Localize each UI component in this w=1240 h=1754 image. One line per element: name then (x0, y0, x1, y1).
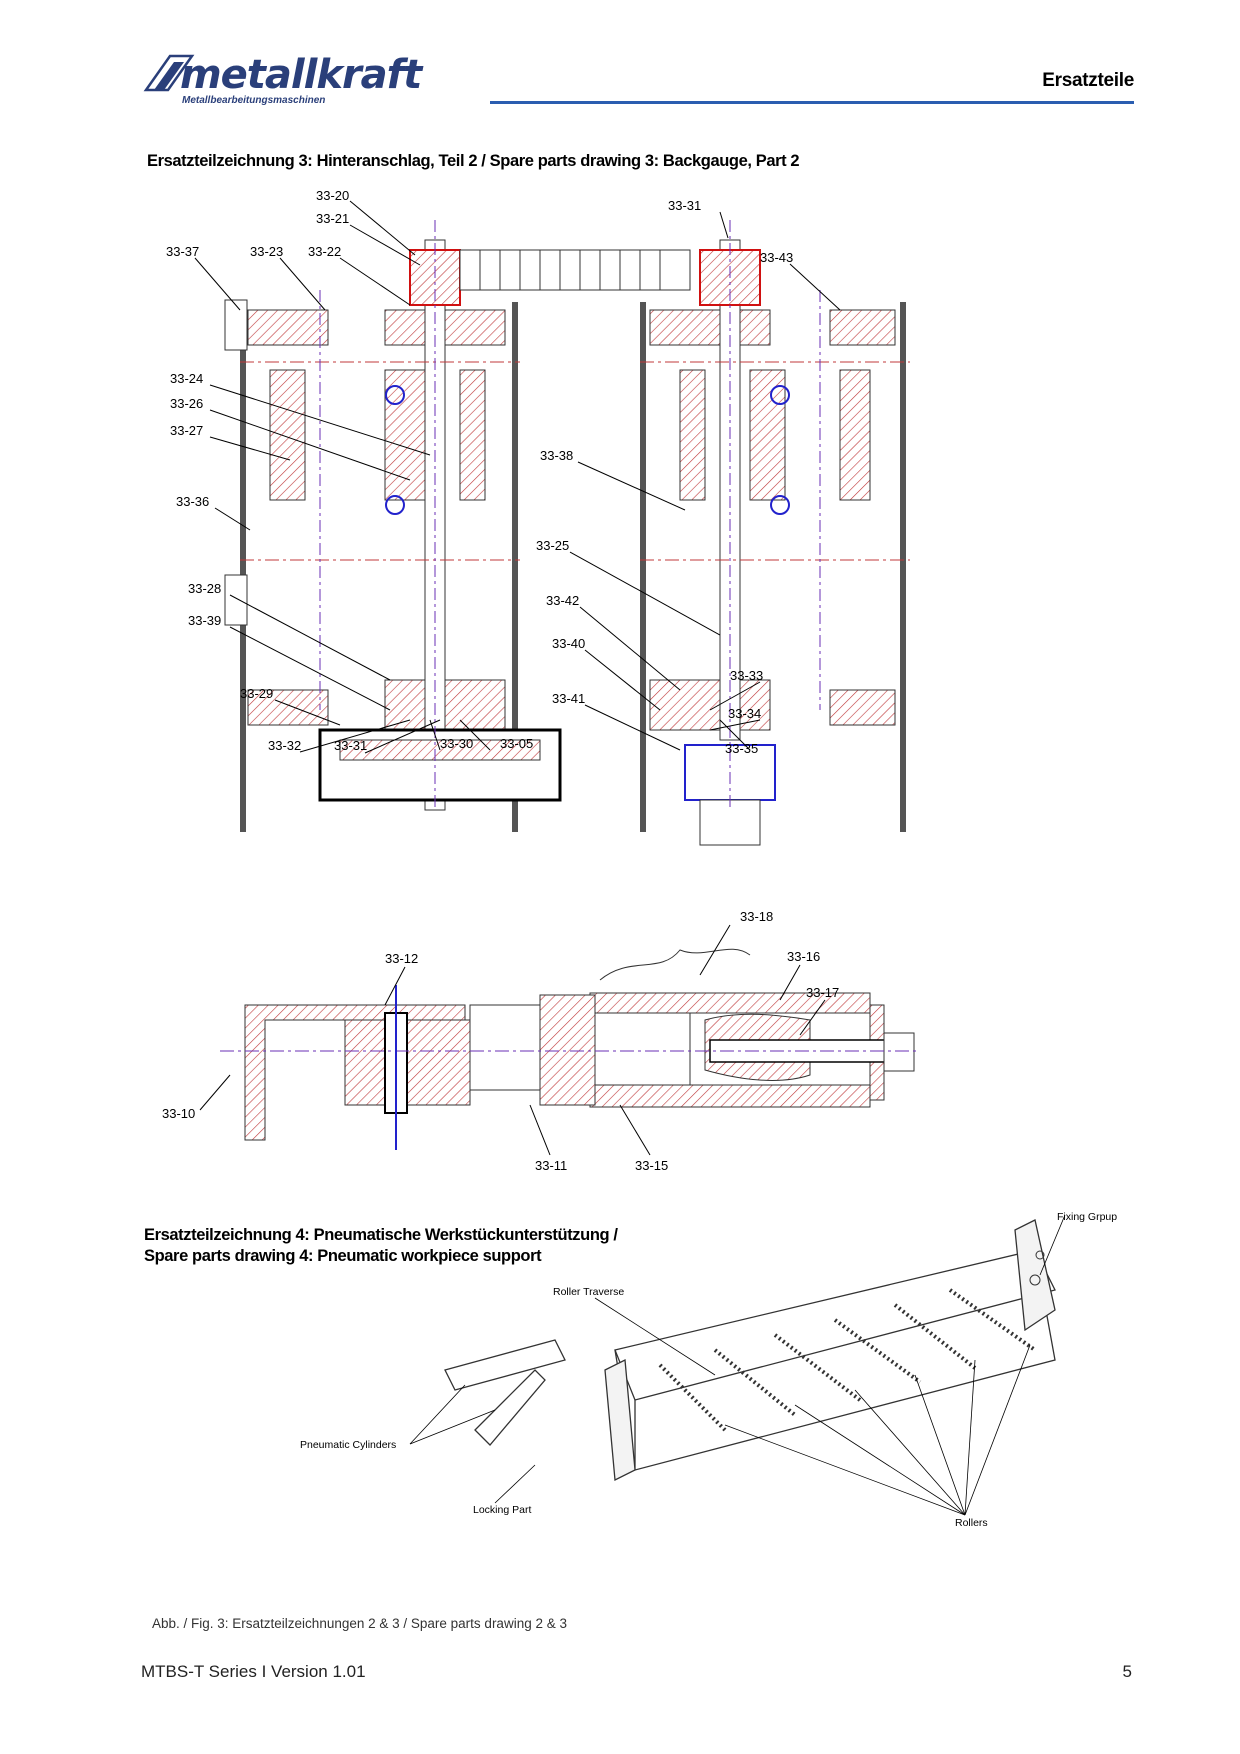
part-label: 33-26 (170, 396, 203, 411)
metallkraft-logo: metallkraft Metallbearbeitungsmaschinen (143, 52, 425, 106)
part-label: 33-10 (162, 1106, 195, 1121)
part-label: 33-05 (500, 736, 533, 751)
backgauge-section-drawing: 33-20 33-21 33-31 33-37 33-23 33-22 33-4… (166, 190, 910, 846)
part-label: 33-34 (728, 706, 761, 721)
part-label: 33-41 (552, 691, 585, 706)
locking-part-label: Locking Part (473, 1504, 531, 1516)
part-label: 33-23 (250, 244, 283, 259)
part-label: 33-22 (308, 244, 341, 259)
page-number: 5 (1122, 1662, 1132, 1681)
rollers-label: Rollers (955, 1517, 988, 1529)
part-label: 33-42 (546, 593, 579, 608)
drawing3-part-labels: 33-20 33-21 33-31 33-37 33-23 33-22 33-4… (166, 190, 793, 756)
part-label: 33-16 (787, 949, 820, 964)
roller-traverse-label: Roller Traverse (553, 1286, 624, 1298)
drawing3-heading: Ersatzteilzeichnung 3: Hinteranschlag, T… (147, 152, 800, 170)
drawing3b-part-labels: 33-18 33-12 33-16 33-17 33-10 33-11 33-1… (162, 909, 839, 1173)
part-label: 33-17 (806, 985, 839, 1000)
part-label: 33-35 (725, 741, 758, 756)
logo-wordmark: metallkraft (180, 52, 424, 98)
figure-caption: Abb. / Fig. 3: Ersatzteilzeichnungen 2 &… (152, 1616, 567, 1631)
part-label: 33-11 (535, 1158, 567, 1173)
part-label: 33-43 (760, 250, 793, 265)
part-label: 33-27 (170, 423, 203, 438)
part-label: 33-21 (316, 211, 349, 226)
pneumatic-support-drawing: Fixing Grpup Roller Traverse Pneumatic C… (300, 1211, 1117, 1529)
fixing-group-label: Fixing Grpup (1057, 1211, 1117, 1223)
part-label: 33-36 (176, 494, 209, 509)
part-label: 33-38 (540, 448, 573, 463)
drawing4-heading: Ersatzteilzeichnung 4: Pneumatische Werk… (144, 1225, 618, 1267)
part-label: 33-31 (334, 738, 367, 753)
part-label: 33-24 (170, 371, 203, 386)
part-label: 33-15 (635, 1158, 668, 1173)
part-label: 33-29 (240, 686, 273, 701)
part-label: 33-18 (740, 909, 773, 924)
section-title: Ersatzteile (1042, 70, 1134, 91)
footer-version: MTBS-T Series I Version 1.01 (141, 1662, 366, 1681)
logo-subtitle: Metallbearbeitungsmaschinen (182, 95, 325, 106)
part-label: 33-20 (316, 190, 349, 203)
header-divider (490, 101, 1134, 104)
pneumatic-cylinders-label: Pneumatic Cylinders (300, 1439, 396, 1451)
part-label: 33-32 (268, 738, 301, 753)
part-label: 33-33 (730, 668, 763, 683)
part-label: 33-30 (440, 736, 473, 751)
gauge-finger-section-drawing: 33-18 33-12 33-16 33-17 33-10 33-11 33-1… (162, 909, 920, 1173)
drawing4-heading-line2: Spare parts drawing 4: Pneumatic workpie… (144, 1247, 542, 1265)
part-label: 33-37 (166, 244, 199, 259)
part-label: 33-12 (385, 951, 418, 966)
part-label: 33-39 (188, 613, 221, 628)
part-label: 33-31 (668, 198, 701, 213)
part-label: 33-28 (188, 581, 221, 596)
part-label: 33-40 (552, 636, 585, 651)
part-label: 33-25 (536, 538, 569, 553)
drawing4-heading-line1: Ersatzteilzeichnung 4: Pneumatische Werk… (144, 1226, 618, 1244)
